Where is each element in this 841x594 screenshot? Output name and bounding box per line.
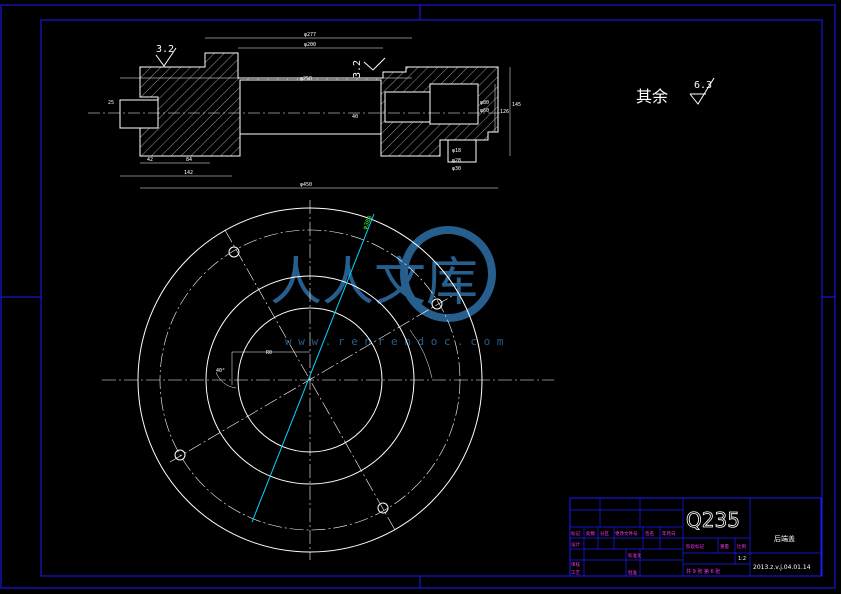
bolt-hole-2 xyxy=(431,298,443,310)
dim-bottom-b: φ28 xyxy=(452,158,461,164)
cyan-axis-line xyxy=(251,213,375,523)
part-name: 后端盖 xyxy=(774,534,795,543)
dim-inner-width: φ200 xyxy=(304,42,316,48)
roughness-bore-value: 3.2 xyxy=(352,60,363,78)
mid-label-2: 批准 xyxy=(628,569,637,576)
dim-overall: φ450 xyxy=(300,182,312,188)
section-view: φ277 φ200 φ250 φ450 42 84 142 25 40 φ80 … xyxy=(88,32,521,189)
row-label-1: 标记 xyxy=(571,530,580,537)
stage-label-3: 比例 xyxy=(737,543,746,550)
surface-finish-note: 其余 6.3 xyxy=(636,77,715,106)
row-label-4: 更改文件号 xyxy=(615,530,638,537)
roughness-symbol-top: 3.2 xyxy=(155,44,177,67)
row-label-2: 处数 xyxy=(586,530,595,537)
watermark-url: w w w . r e n r e n d o c . c o m xyxy=(285,335,504,348)
inner-frame xyxy=(40,19,823,577)
dim-top-width: φ277 xyxy=(304,32,316,38)
dim-right-a: φ80 xyxy=(480,100,489,106)
dim-left-b: 84 xyxy=(186,157,192,163)
dim-bottom-c: φ30 xyxy=(452,166,461,172)
center-marks xyxy=(1,5,835,588)
dim-left-a: 42 xyxy=(147,157,153,163)
material: Q235 xyxy=(686,508,740,532)
stage-label-2: 重量 xyxy=(720,543,729,550)
top-dim-lines xyxy=(120,37,511,189)
bolt-hole-4 xyxy=(377,502,389,514)
roughness-symbol-bore: 3.2 xyxy=(352,57,386,78)
scale: 1:2 xyxy=(738,556,746,562)
plan-view xyxy=(102,200,554,560)
diagonal-centerline-a xyxy=(224,229,396,531)
dim-right-d: 145 xyxy=(512,102,521,108)
bolt-hole-1 xyxy=(228,246,240,258)
bolt-hole-3 xyxy=(174,449,186,461)
plan-radius-a: R0 xyxy=(266,350,272,356)
dim-small-a: 25 xyxy=(108,100,114,106)
mid-label-1: 标准化 xyxy=(628,552,642,559)
dim-bore: φ250 xyxy=(300,76,312,82)
left-label-3: 工艺 xyxy=(571,570,580,576)
dim-left-c: 142 xyxy=(184,170,193,176)
drawing-number: 2013.z.v.j.04.01.14 xyxy=(753,564,811,571)
rest-label: 其余 xyxy=(636,87,668,106)
roughness-top-value: 3.2 xyxy=(156,44,174,55)
row-label-3: 分区 xyxy=(600,530,609,537)
watermark-text: 人人文库 xyxy=(270,253,478,313)
sheet-info: 共 9 张 第 6 张 xyxy=(686,568,720,575)
rest-roughness: 6.3 xyxy=(694,80,712,91)
dim-bottom-a: φ18 xyxy=(452,148,461,154)
row-label-6: 年月日 xyxy=(662,530,676,537)
dim-depth: 40 xyxy=(352,114,358,120)
stage-label-1: 阶段标记 xyxy=(686,543,704,550)
dim-right-b: φ60 xyxy=(480,108,489,114)
diagonal-centerline-b xyxy=(169,295,453,463)
row-label-5: 签名 xyxy=(645,530,654,537)
left-label-1: 设计 xyxy=(571,541,580,548)
plan-radius-b: 40° xyxy=(216,368,225,374)
dim-right-c: 126 xyxy=(500,109,509,115)
watermark: 人人文库 w w w . r e n r e n d o c . c o m xyxy=(270,226,504,348)
left-label-2: 审核 xyxy=(571,561,580,568)
title-block: Q235 后端盖 1:2 共 9 张 第 6 张 2013.z.v.j.04.0… xyxy=(569,497,822,577)
